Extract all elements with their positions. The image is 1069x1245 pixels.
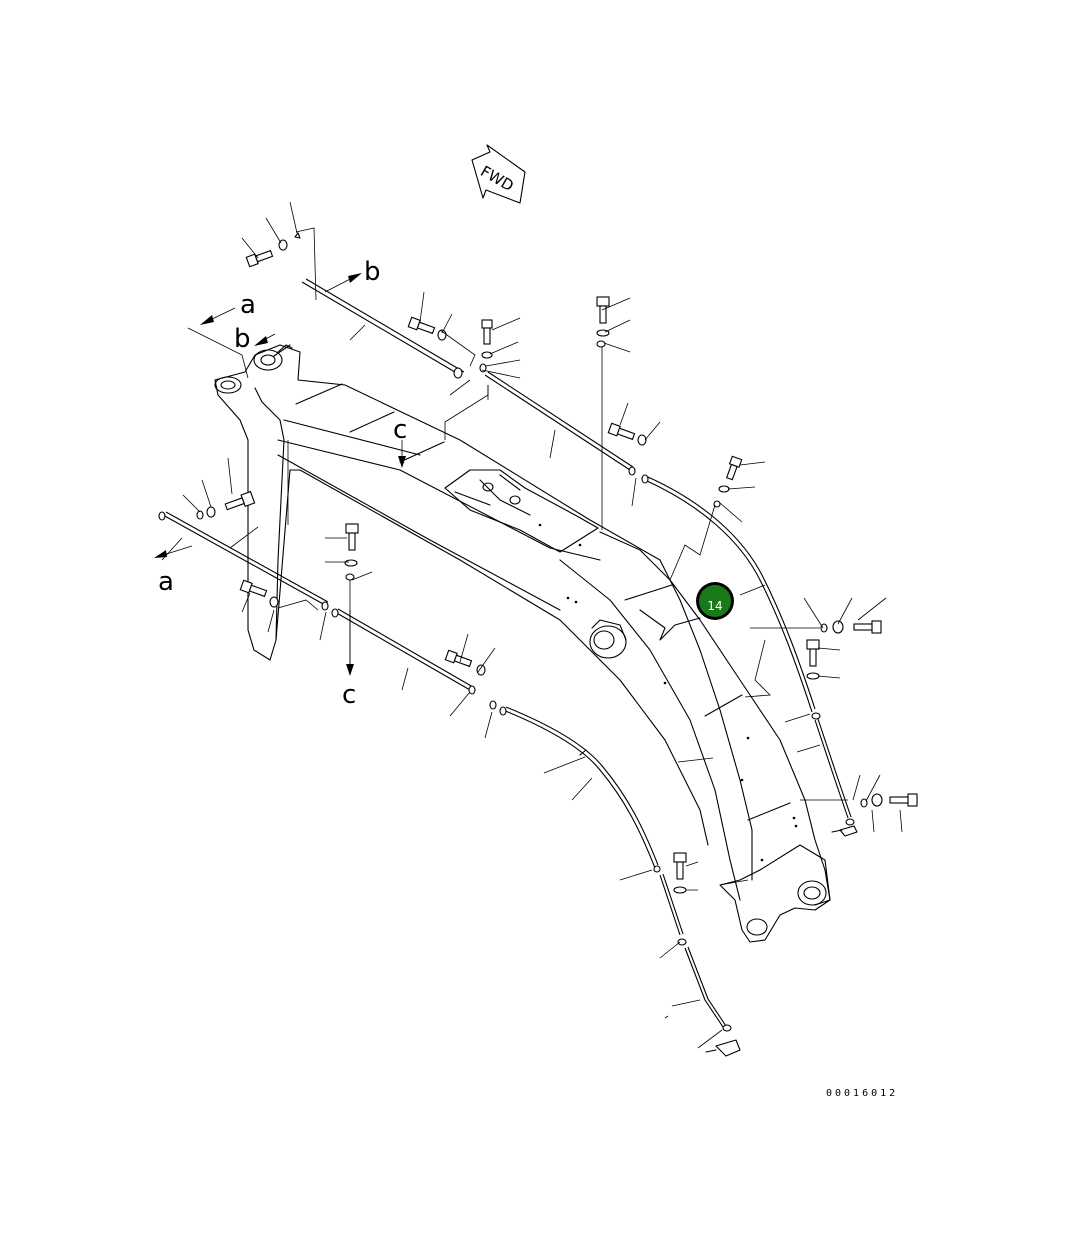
view-label-b-top: b <box>234 324 251 354</box>
callout-badge-14[interactable]: 14 <box>696 582 734 620</box>
fwd-arrow: FWD <box>471 144 526 204</box>
hydraulic-lines <box>162 278 852 1031</box>
view-label-a-left: a <box>158 567 174 597</box>
view-arrows: a b b c a c <box>154 257 407 710</box>
view-label-a-top: a <box>240 290 256 320</box>
view-label-b-right: b <box>364 257 381 287</box>
fasteners <box>158 232 918 1057</box>
callout-number: 14 <box>707 599 722 613</box>
view-label-c-bottom: c <box>342 680 356 710</box>
fwd-label: FWD <box>477 162 516 195</box>
view-label-c-top: c <box>393 415 407 445</box>
drawing-code: 00016012 <box>826 1088 898 1099</box>
arm-body <box>214 344 831 943</box>
leader-lines <box>161 201 903 1049</box>
